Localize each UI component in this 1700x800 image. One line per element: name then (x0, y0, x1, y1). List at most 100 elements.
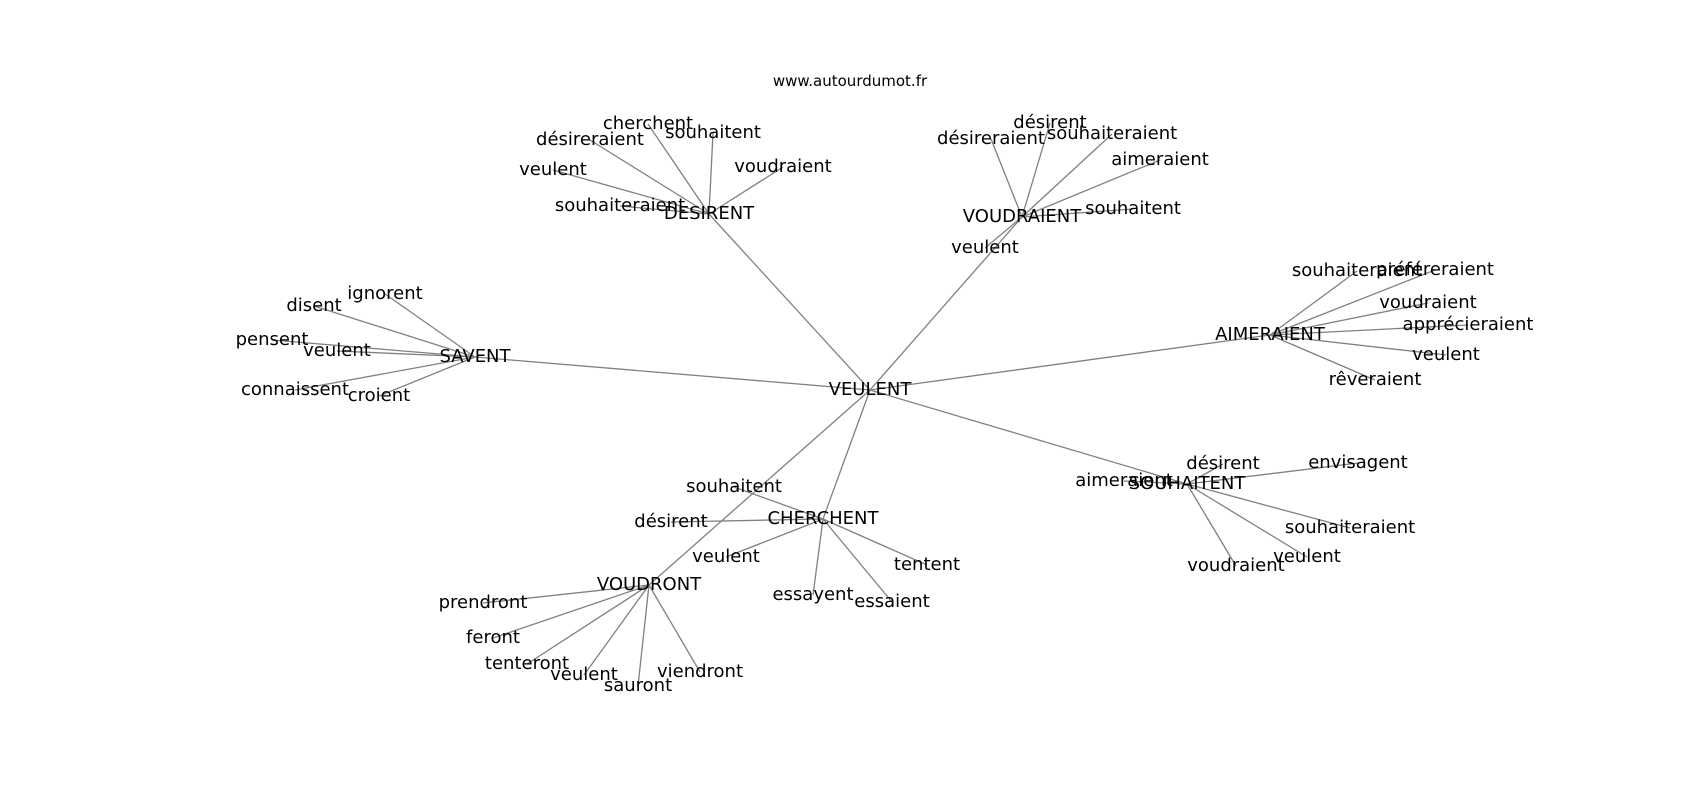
edge-center-voudront (648, 389, 871, 586)
leaf-node[interactable]: désirent (634, 511, 707, 532)
edge-voudraient-leaf (990, 138, 1023, 218)
edge-center-desirent (708, 213, 871, 391)
edge-voudraient-leaf (984, 216, 1023, 249)
edge-center-souhaitent (869, 389, 1188, 485)
leaf-node[interactable]: tenteront (485, 653, 569, 674)
leaf-node[interactable]: pensent (236, 329, 309, 350)
edge-voudront-leaf (482, 584, 650, 604)
leaf-node[interactable]: veulent (1412, 344, 1480, 365)
leaf-node[interactable]: désireraient (536, 129, 644, 150)
leaf-node[interactable]: voudraient (1379, 292, 1476, 313)
leaf-node[interactable]: désirent (1186, 453, 1259, 474)
hub-node-souhaitent[interactable]: SOUHAITENT (1129, 473, 1247, 494)
edge-voudraient-leaf (1021, 133, 1113, 218)
edge-aimeraient-leaf (1269, 334, 1447, 356)
edge-voudront-leaf (648, 584, 701, 673)
leaf-node[interactable]: feront (466, 627, 520, 648)
leaf-node[interactable]: veulent (303, 340, 371, 361)
edge-layer (271, 122, 1469, 687)
hub-node-cherchent[interactable]: CHERCHENT (767, 508, 879, 529)
leaf-node[interactable]: souhaiteraient (1047, 123, 1177, 144)
leaf-node[interactable]: essaient (854, 591, 929, 612)
edge-souhaitent-leaf (1186, 483, 1308, 558)
leaf-node[interactable]: veulent (519, 159, 587, 180)
edge-souhaitent-leaf (1186, 483, 1351, 529)
edge-savent-leaf (378, 356, 476, 397)
leaf-node[interactable]: connaissent (241, 379, 349, 400)
edge-aimeraient-leaf (1269, 334, 1376, 381)
leaf-node[interactable]: voudraient (1187, 555, 1284, 576)
leaf-node[interactable]: aimeraient (1075, 470, 1173, 491)
edge-aimeraient-leaf (1269, 270, 1358, 336)
edge-savent-leaf (271, 339, 476, 358)
edge-voudraient-leaf (1021, 159, 1161, 218)
edge-voudront-leaf (583, 584, 650, 676)
leaf-node[interactable]: veulent (692, 546, 760, 567)
edge-voudront-leaf (526, 584, 650, 665)
edge-souhaitent-leaf (1186, 463, 1224, 485)
leaf-node[interactable]: désirent (1013, 112, 1086, 133)
edge-cherchent-leaf (733, 486, 824, 520)
leaf-node[interactable]: croient (348, 385, 410, 406)
leaf-node[interactable]: souhaitent (686, 476, 782, 497)
edge-center-voudraient (869, 216, 1023, 391)
leaf-node[interactable]: souhaitent (665, 122, 761, 143)
leaf-node[interactable]: viendront (657, 661, 743, 682)
edge-voudraient-leaf (1021, 122, 1051, 218)
leaf-node[interactable]: désireraient (937, 128, 1045, 149)
center-node[interactable]: VEULENT (829, 379, 913, 400)
edge-desirent-leaf (647, 123, 710, 215)
edge-cherchent-leaf (822, 518, 928, 566)
hub-node-voudront[interactable]: VOUDRONT (597, 574, 702, 595)
leaf-node[interactable]: souhaiteraient (1292, 260, 1422, 281)
edge-center-savent (474, 356, 871, 391)
label-layer: VEULENTDESIRENTsouhaitentcherchentdésire… (236, 112, 1534, 696)
site-watermark: www.autourdumot.fr (772, 72, 928, 90)
leaf-node[interactable]: veulent (550, 664, 618, 685)
leaf-node[interactable]: veulent (951, 237, 1019, 258)
edge-center-cherchent (822, 389, 871, 520)
hub-node-savent[interactable]: SAVENT (439, 346, 511, 367)
edge-aimeraient-leaf (1269, 302, 1429, 336)
edge-aimeraient-leaf (1269, 269, 1436, 336)
edge-voudront-leaf (637, 584, 650, 687)
leaf-node[interactable]: rêveraient (1329, 369, 1422, 390)
hub-node-voudraient[interactable]: VOUDRAIENT (963, 206, 1082, 227)
edge-desirent-leaf (708, 132, 714, 215)
edge-savent-leaf (313, 305, 476, 358)
leaf-node[interactable]: envisagent (1308, 452, 1408, 473)
leaf-node[interactable]: préféreraient (1376, 259, 1494, 280)
leaf-node[interactable]: souhaitent (1085, 198, 1181, 219)
leaf-node[interactable]: essayent (772, 584, 853, 605)
edge-aimeraient-leaf (1269, 324, 1469, 336)
leaf-node[interactable]: veulent (1273, 546, 1341, 567)
leaf-node[interactable]: apprécieraient (1403, 314, 1534, 335)
edge-cherchent-leaf (812, 518, 824, 596)
hub-node-desirent[interactable]: DESIRENT (664, 203, 755, 224)
leaf-node[interactable]: cherchent (603, 113, 693, 134)
edge-souhaitent-leaf (1186, 462, 1359, 485)
leaf-node[interactable]: ignorent (347, 283, 422, 304)
edge-savent-leaf (336, 350, 476, 358)
edge-desirent-leaf (552, 169, 710, 215)
edge-souhaitent-leaf (1123, 480, 1188, 485)
edge-savent-leaf (294, 356, 476, 391)
edge-voudront-leaf (492, 584, 650, 639)
leaf-node[interactable]: aimeraient (1111, 149, 1209, 170)
leaf-node[interactable]: souhaiteraient (555, 195, 685, 216)
leaf-node[interactable]: voudraient (734, 156, 831, 177)
hub-node-aimeraient[interactable]: AIMERAIENT (1215, 324, 1326, 345)
edge-savent-leaf (384, 293, 476, 358)
edge-souhaitent-leaf (1186, 483, 1237, 567)
edge-voudraient-leaf (1021, 208, 1134, 218)
leaf-node[interactable]: tentent (894, 554, 960, 575)
edge-desirent-leaf (708, 166, 784, 215)
leaf-node[interactable]: disent (286, 295, 341, 316)
leaf-node[interactable]: souhaiteraient (1285, 517, 1415, 538)
edge-cherchent-leaf (822, 518, 893, 603)
leaf-node[interactable]: prendront (439, 592, 528, 613)
edge-cherchent-leaf (670, 518, 824, 523)
edge-cherchent-leaf (725, 518, 824, 558)
leaf-node[interactable]: sauront (604, 675, 672, 696)
